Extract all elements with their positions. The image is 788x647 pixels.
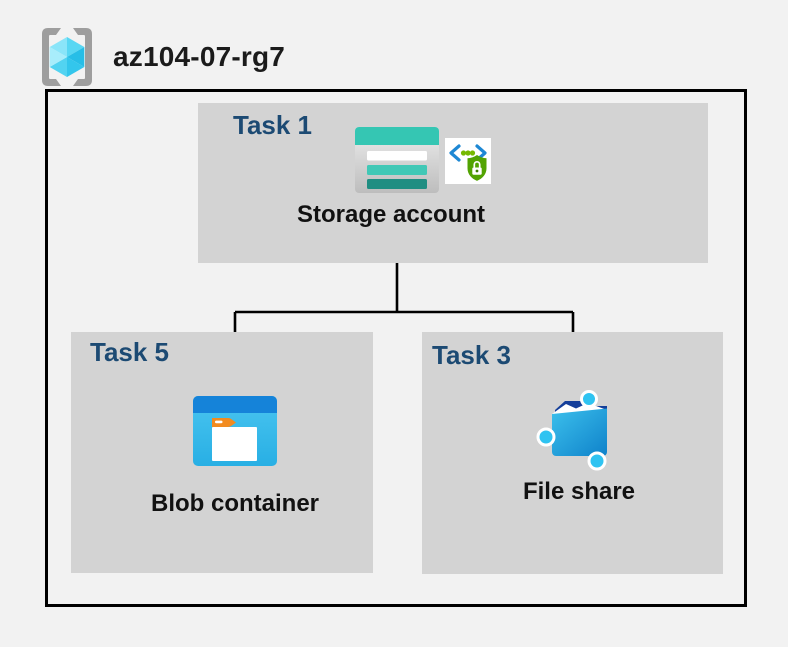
resource-group-title: az104-07-rg7 [113,41,286,72]
resource-group-boundary [45,89,747,607]
storage-account-label: Storage account [296,201,486,228]
resource-group-header: az104-07-rg7 [35,24,285,90]
blob-container-icon [193,396,277,466]
storage-account-icon [355,127,439,193]
task1-label: Task 1 [233,110,313,140]
task3-label: Task 3 [432,340,512,370]
task5-label: Task 5 [90,337,170,367]
resource-group-icon [42,28,92,86]
sas-security-icon [445,138,491,184]
blob-container-label: Blob container [150,490,320,517]
file-share-icon [536,390,607,471]
file-share-label: File share [522,478,636,505]
